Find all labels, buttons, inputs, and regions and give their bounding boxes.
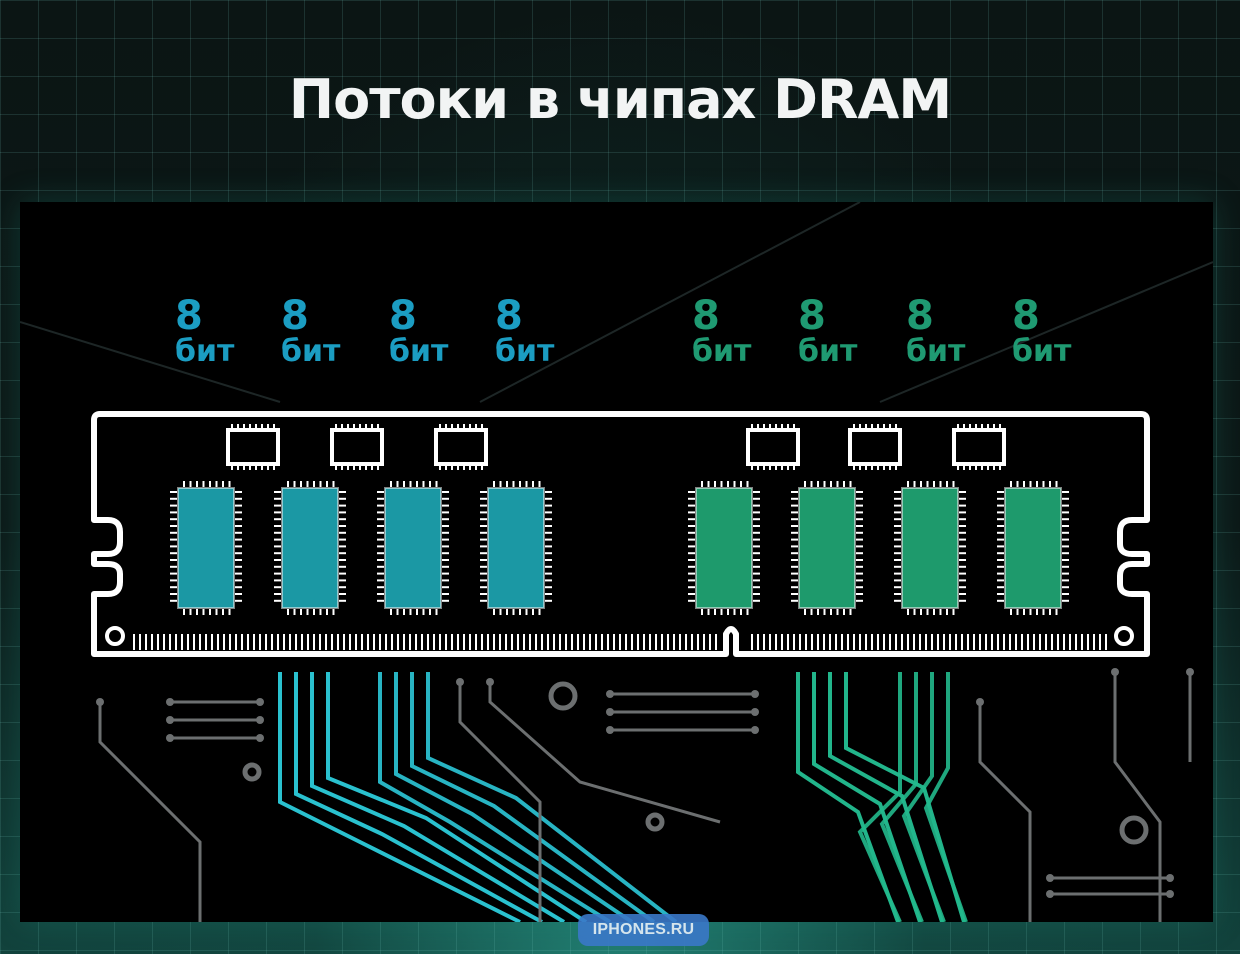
circuit-trace-grey: [98, 702, 202, 922]
circuit-pad: [606, 690, 614, 698]
circuit-pad: [166, 698, 174, 706]
dram-chip-green-2: [798, 487, 856, 609]
circuit-pad: [166, 734, 174, 742]
circuit-trace: [923, 672, 968, 922]
circuit-pad: [751, 708, 759, 716]
circuit-pad: [606, 726, 614, 734]
small-chip: [330, 428, 384, 466]
circuit-via: [242, 762, 262, 782]
circuit-pad: [1186, 668, 1194, 676]
bg-line: [879, 261, 1213, 403]
circuit-trace: [901, 672, 946, 922]
circuit-trace-grey: [488, 682, 721, 824]
circuit-pad: [256, 698, 264, 706]
circuit-pad: [166, 716, 174, 724]
circuit-pad: [486, 678, 494, 686]
small-chip: [434, 428, 488, 466]
bg-line: [479, 202, 861, 403]
circuit-trace: [326, 672, 588, 922]
circuit-trace: [426, 672, 678, 922]
circuit-pad: [751, 726, 759, 734]
page-title: Потоки в чипах DRAM: [288, 68, 952, 131]
circuit-pad: [1166, 874, 1174, 882]
circuit-pad: [96, 698, 104, 706]
circuit-pad: [1111, 668, 1119, 676]
small-chip: [746, 428, 800, 466]
dram-chip-blue-3: [384, 487, 442, 609]
circuit-trace: [796, 672, 900, 922]
circuit-trace-grey: [1113, 672, 1162, 922]
circuit-trace: [879, 672, 924, 922]
circuit-via: [645, 812, 665, 832]
circuit-trace: [857, 672, 902, 922]
small-chip: [226, 428, 280, 466]
mount-hole-left: [105, 626, 125, 646]
circuit-trace-grey: [978, 702, 1032, 922]
ram-module-illustration: [20, 202, 1213, 922]
circuit-trace: [410, 672, 656, 922]
small-chip: [848, 428, 902, 466]
small-chip: [952, 428, 1006, 466]
dram-chip-green-4: [1004, 487, 1062, 609]
circuit-via: [548, 681, 578, 711]
circuit-trace: [310, 672, 566, 922]
circuit-pad: [456, 678, 464, 686]
circuit-pad: [751, 690, 759, 698]
circuit-trace-grey: [458, 682, 542, 922]
bg-line: [20, 321, 281, 403]
circuit-trace: [378, 672, 612, 922]
dram-chip-blue-2: [281, 487, 339, 609]
circuit-pad: [256, 734, 264, 742]
circuit-pad: [1046, 874, 1054, 882]
circuit-via: [1119, 815, 1149, 845]
dram-chip-blue-1: [177, 487, 235, 609]
mount-hole-right: [1114, 626, 1134, 646]
dram-chip-blue-4: [487, 487, 545, 609]
circuit-pad: [976, 698, 984, 706]
circuit-pad: [256, 716, 264, 724]
circuit-trace: [278, 672, 521, 922]
ram-module-outline: [91, 411, 1150, 657]
circuit-pad: [1046, 890, 1054, 898]
dram-chip-green-3: [901, 487, 959, 609]
watermark-badge: IPHONES.RU: [578, 914, 709, 946]
circuit-trace: [294, 672, 543, 922]
circuit-pad: [606, 708, 614, 716]
dram-chip-green-1: [695, 487, 753, 609]
circuit-pad: [1166, 890, 1174, 898]
circuit-trace: [394, 672, 634, 922]
